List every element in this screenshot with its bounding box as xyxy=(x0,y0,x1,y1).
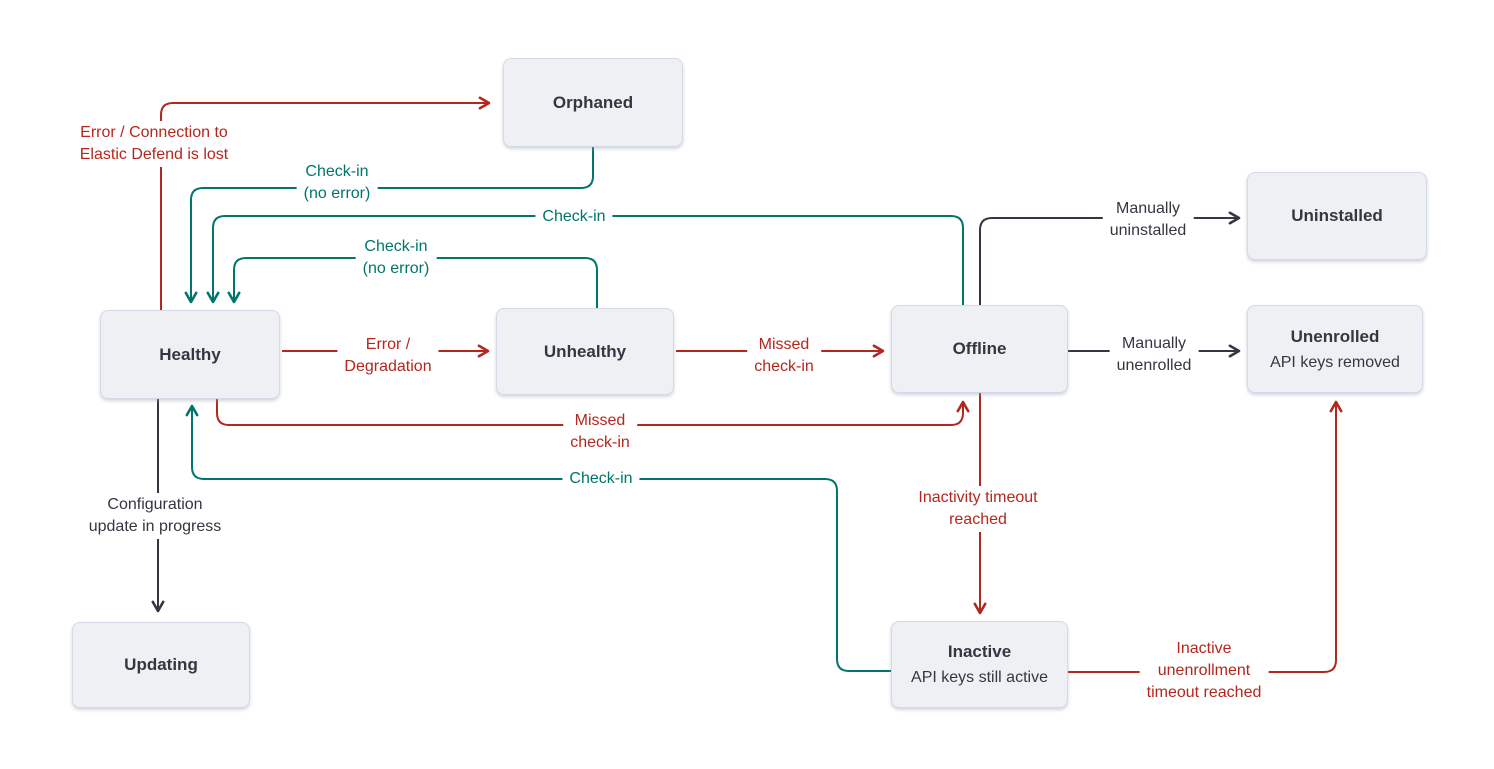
state-unenrolled-subtitle: API keys removed xyxy=(1270,353,1400,371)
state-orphaned-title: Orphaned xyxy=(552,92,634,112)
edge-offline-to-healthy xyxy=(206,215,964,305)
label-missed-checkin-healthy: Missed check-in xyxy=(563,409,637,455)
label-checkin-offline: Check-in xyxy=(535,205,613,229)
state-inactive: Inactive API keys still active xyxy=(891,621,1068,708)
state-uninstalled: Uninstalled xyxy=(1247,172,1427,260)
state-uninstalled-title: Uninstalled xyxy=(1291,206,1383,225)
edge-offline-to-uninstalled xyxy=(979,211,1241,305)
state-orphaned: Orphaned xyxy=(503,58,683,147)
label-manually-uninstalled: Manually uninstalled xyxy=(1102,197,1194,243)
edge-inactive-to-healthy xyxy=(185,404,891,672)
edge-orphaned-to-healthy xyxy=(184,147,594,304)
label-checkin-no-error-orphaned: Check-in (no error) xyxy=(296,160,378,206)
state-updating-title: Updating xyxy=(124,655,198,674)
state-healthy: Healthy xyxy=(100,310,280,399)
label-manually-unenrolled: Manually unenrolled xyxy=(1109,332,1199,378)
state-healthy-title: Healthy xyxy=(159,344,221,364)
state-offline: Offline xyxy=(891,305,1068,393)
label-checkin-no-error-unhealthy: Check-in (no error) xyxy=(355,235,437,281)
state-inactive-title: Inactive xyxy=(947,642,1012,661)
state-unhealthy-title: Unhealthy xyxy=(543,341,627,361)
label-inactive-unenrollment-timeout: Inactive unenrollment timeout reached xyxy=(1139,637,1269,705)
label-missed-checkin-unhealthy: Missed check-in xyxy=(747,333,821,379)
label-inactivity-timeout: Inactivity timeout reached xyxy=(911,486,1045,532)
state-inactive-subtitle: API keys still active xyxy=(911,669,1048,686)
label-error-degradation: Error / Degradation xyxy=(337,333,439,379)
state-updating: Updating xyxy=(72,622,250,708)
state-unenrolled-title: Unenrolled xyxy=(1290,326,1380,346)
edge-inactive-to-unenrolled xyxy=(1068,400,1343,673)
edge-healthy-to-orphaned xyxy=(160,96,491,310)
state-unhealthy: Unhealthy xyxy=(496,308,674,395)
label-configuration-update: Configuration update in progress xyxy=(81,493,229,539)
label-checkin-inactive: Check-in xyxy=(562,467,640,491)
label-error-connection-lost: Error / Connection to Elastic Defend is … xyxy=(72,121,236,167)
state-unenrolled: Unenrolled API keys removed xyxy=(1247,305,1423,393)
state-offline-title: Offline xyxy=(952,339,1007,358)
